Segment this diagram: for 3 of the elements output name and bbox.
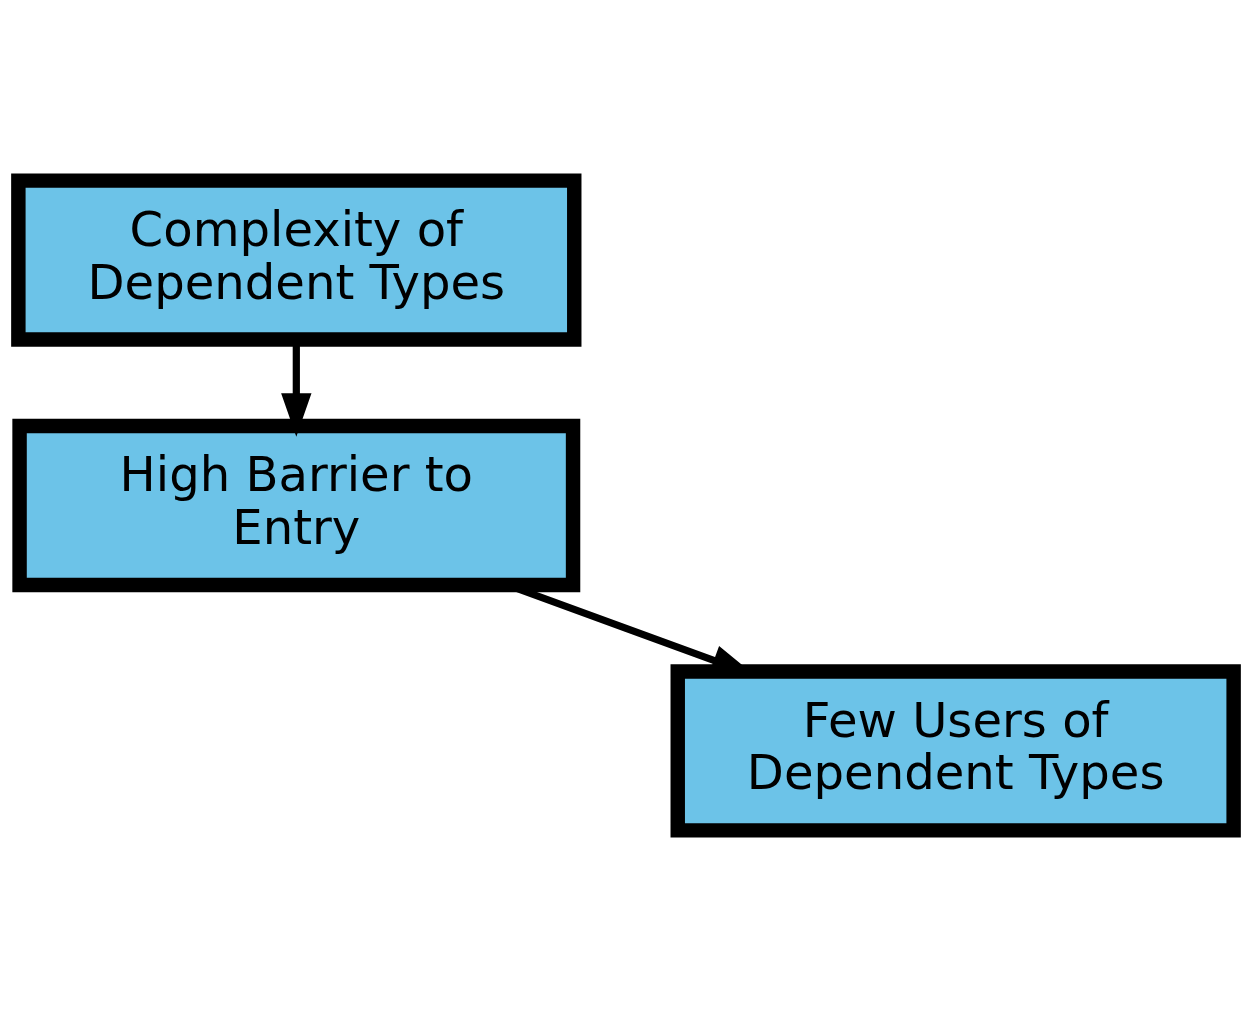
node-box: Few Users of Dependent Types xyxy=(670,664,1241,838)
node-box: Complexity of Dependent Types xyxy=(11,173,582,347)
node-box: High Barrier to Entry xyxy=(12,418,581,593)
